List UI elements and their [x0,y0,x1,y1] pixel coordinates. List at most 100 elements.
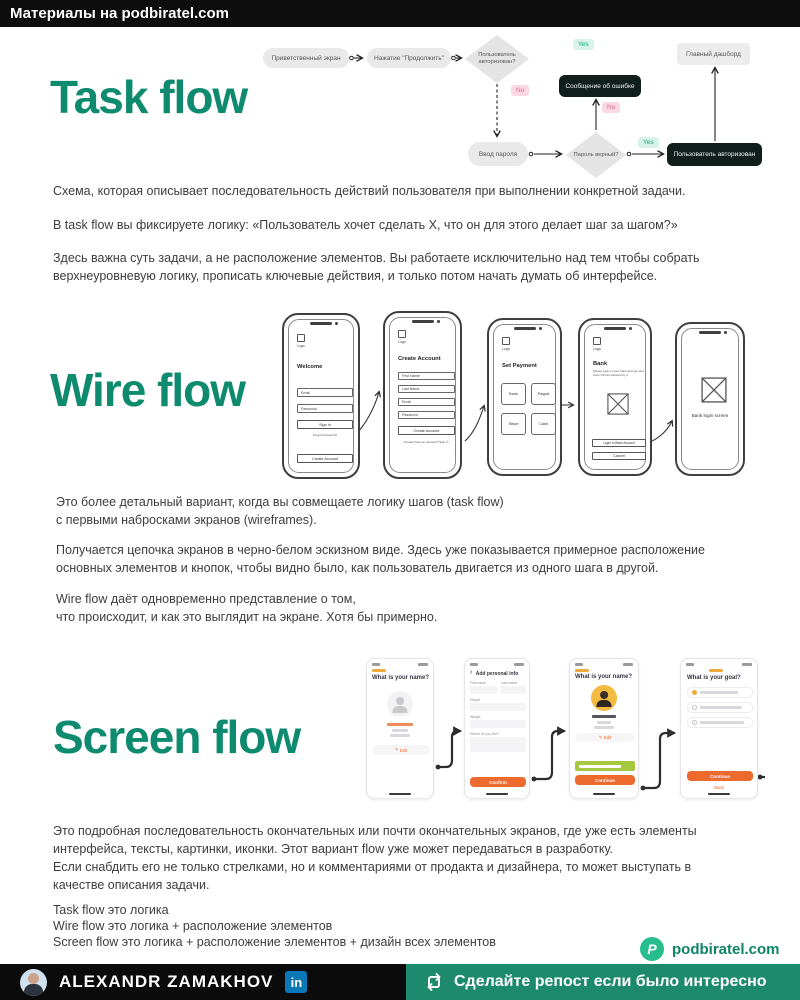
summary-screenflow: Screen flow это логика + расположение эл… [53,935,496,949]
paypal-option: Paypal [531,383,556,405]
wireflow-paragraph-3: Wire flow даёт одновременно представлени… [56,592,438,624]
camera-dot-icon [436,320,440,323]
username-text-bar [387,723,413,726]
image-placeholder-icon [607,393,629,415]
first-name-field: First Name [398,372,455,380]
phone-notch [411,320,434,323]
back-arrow-icon: ‹ [470,669,473,676]
summary-taskflow: Task flow это логика [53,903,169,917]
forgot-password-link: Forgot Password? [312,433,338,437]
home-indicator [486,792,508,795]
camera-dot-icon [335,322,338,325]
continue-button: Continue [687,771,753,781]
height-label: Height [470,698,480,702]
name-text-bar [592,715,616,718]
image-placeholder-icon [701,377,727,403]
goal-option-2 [687,702,753,713]
status-bar [686,663,752,666]
wireflow-title: Wire flow [50,364,246,416]
login-to-bank-button: Login to Bank Account [592,439,646,447]
screenflow-illustration: What is your name? ✎ Edit ‹ Add personal… [360,655,765,803]
cancel-button: Cancel [592,452,646,460]
avatar-placeholder [387,691,413,717]
last-name-label: Last name [501,681,517,685]
flow-node-press-continue: Нажатие "Продолжить" [367,48,451,68]
taskflow-diagram: Приветственный экран Нажатие "Продолжить… [250,30,770,180]
first-name-input [470,686,497,694]
bank-option: Bank [501,383,526,405]
screen-personal-info: ‹ Add personal info First name Last name… [464,658,530,799]
no-label: No [602,102,621,113]
text-placeholder-bar [390,734,410,737]
bank-login-caption: Bank login screen [691,413,729,418]
flow-node-enter-password: Ввод пароля [468,142,528,166]
summary-wireflow: Wire flow это логика + расположение элем… [53,919,333,933]
weight-label: Weight [470,715,481,719]
footer-cta[interactable]: Сделайте репост если было интересно [406,964,800,1000]
taskflow-arrows [349,54,719,158]
first-name-label: First name [470,681,487,685]
radio-selected-icon [692,690,697,695]
confirm-button: Confirm [470,777,526,787]
author-avatar [20,968,47,996]
email-field: Email [398,398,455,406]
info-banner [575,761,635,771]
flow-node-error-message: Сообщение об ошибке [559,75,641,97]
cta-text: Сделайте репост если было интересно [454,973,767,990]
top-banner-text: Материалы на podbiratel.com [10,5,230,22]
progress-indicator [709,669,723,672]
radio-icon [692,720,697,725]
phone-notch [310,322,332,325]
bank-note-text: Please login to your bank account and en… [593,369,644,377]
screenflow-paragraph-1: Это подробная последовательность окончат… [53,824,697,892]
logo-placeholder-icon [593,337,601,345]
pencil-icon: ✎ [598,734,603,740]
password-field: Password [398,411,455,419]
option-text-bar [700,706,742,709]
logo-placeholder-icon [398,330,406,338]
yes-label: Yes [573,39,594,50]
cash-option: Cash [531,413,556,435]
flow-node-main-dashboard: Главный дашборд [677,43,750,65]
brand-logo[interactable]: P podbiratel.com [640,937,780,961]
edit-button: ✎ Edit [575,733,635,742]
site-link[interactable]: podbiratel.com [672,940,780,958]
screen-header: Add personal info [475,671,519,677]
phone-notch [604,327,626,330]
taskflow-paragraph-3: Здесь важна суть задачи, а не расположен… [53,251,700,283]
footer: ALEXANDR ZAMAKHOV in Сделайте репост есл… [0,964,800,1000]
taskflow-paragraph-1: Схема, которая описывает последовательно… [53,184,686,198]
linkedin-icon[interactable]: in [285,971,308,993]
goal-option-1 [687,687,753,698]
radio-icon [692,705,697,710]
wireflow-paragraph-1: Это более детальный вариант, когда вы со… [56,495,504,527]
create-account-button: Create Account [398,426,455,435]
home-indicator [708,792,730,795]
camera-dot-icon [538,327,542,330]
author-name: ALEXANDR ZAMAKHOV [59,972,274,991]
screen-title: Set Payment [502,363,537,369]
progress-indicator [575,669,589,672]
create-account-button: Create Account [297,454,353,463]
status-bar [575,663,633,666]
taskflow-paragraph-2: В task flow вы фиксируете логику: «Польз… [53,218,678,232]
option-text-bar [700,721,744,724]
sign-in-link: Already have an account? Sign In [403,440,449,444]
wire-phone-bank-login: Bank login screen [675,322,745,476]
last-name-field: Last Name [398,385,455,393]
flow-decision-password-correct: Пароль верный? [566,132,626,178]
screenflow-connectors [435,726,765,791]
screen-name-empty: What is your name? ✎ Edit [366,658,434,799]
screen-title: Bank [593,361,608,367]
screen-question: What is your name? [372,675,430,681]
banner-text-bar [579,765,621,768]
home-indicator [593,792,615,795]
logo-label: Logo [398,340,406,344]
logo-label: Logo [297,344,305,348]
top-banner: Материалы на podbiratel.com [0,0,800,27]
camera-dot-icon [629,327,632,330]
phone-notch [699,331,721,334]
podbiratel-logo-icon: P [640,937,664,961]
taskflow-title: Task flow [50,71,248,123]
edit-button: ✎ Edit [372,745,430,755]
